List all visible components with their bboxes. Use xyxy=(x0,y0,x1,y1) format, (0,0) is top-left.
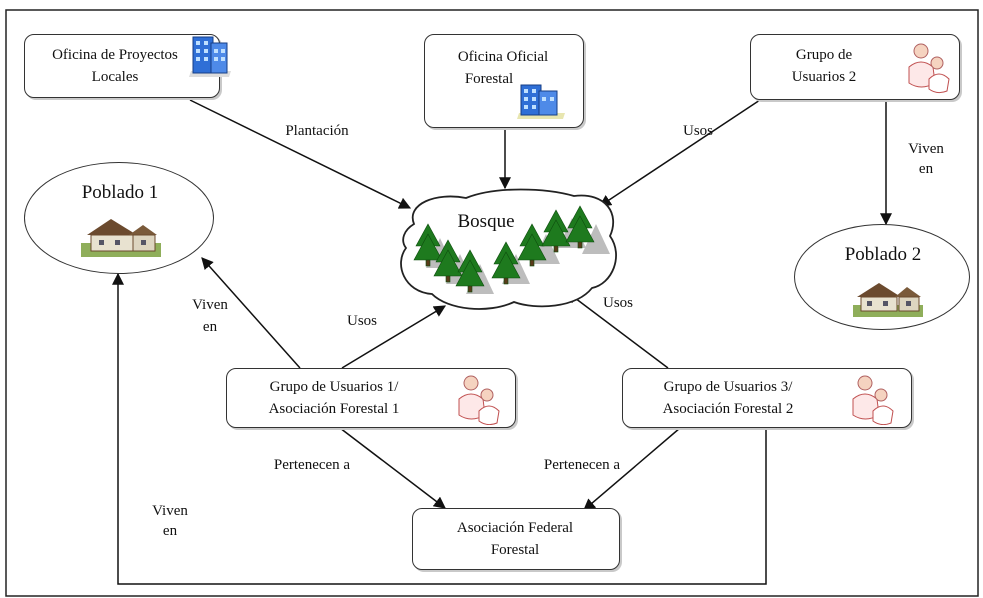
node-label-line2: Forestal xyxy=(490,542,540,558)
node-label-line2: Usuarios 2 xyxy=(791,69,857,85)
forest-trees-icon xyxy=(413,205,610,294)
node-poblado-2: Poblado 2 xyxy=(794,224,970,330)
node-poblado-1: Poblado 1 xyxy=(24,162,214,274)
node-label-line2: Locales xyxy=(91,69,139,85)
edge-usos-left xyxy=(341,305,447,369)
node-label-line1: Grupo de xyxy=(795,47,853,63)
edge-pertenecen-right xyxy=(583,427,681,511)
node-label-line2: Asociación Forestal 1 xyxy=(268,401,400,417)
outer-border xyxy=(5,9,979,597)
edge-label-pertenecen-right: Pertenecen a xyxy=(543,457,621,473)
edge-label-viven-right-1: Viven xyxy=(908,141,944,157)
edge-label-pertenecen-left: Pertenecen a xyxy=(273,457,351,473)
node-label-line2: Forestal xyxy=(464,71,514,87)
edge-label-viven-left-1: Viven xyxy=(192,297,228,313)
node-label-line2: Asociación Forestal 2 xyxy=(662,401,794,417)
node-bosque-label: Bosque xyxy=(457,211,515,232)
node-oficina-forestal: Oficina Oficial Forestal xyxy=(424,34,584,128)
edge-plantacion xyxy=(189,99,412,209)
edge-usos-top xyxy=(598,99,761,207)
node-oficina-proyectos: Oficina de Proyectos Locales xyxy=(24,34,231,98)
edge-label-usos-right: Usos xyxy=(602,295,633,311)
edge-label-viven-left-2: en xyxy=(202,319,218,335)
edge-label-viven-bottom-1: Viven xyxy=(152,503,188,519)
node-grupo-usuarios-2: Grupo de Usuarios 2 xyxy=(750,34,960,100)
edge-viven-bottom xyxy=(112,272,767,585)
forest-cloud xyxy=(400,188,617,310)
office-building-icon xyxy=(517,84,565,119)
node-poblado-2-label: Poblado 2 xyxy=(844,244,922,265)
node-label-line1: Asociación Federal xyxy=(456,520,574,536)
node-label-line1: Grupo de Usuarios 1/ xyxy=(269,379,399,395)
node-label-line1: Oficina Oficial xyxy=(457,49,549,65)
node-grupo-usuarios-3: Grupo de Usuarios 3/ Asociación Forestal… xyxy=(622,368,912,428)
edge-pertenecen-left xyxy=(339,427,446,509)
village-house-icon xyxy=(81,219,161,257)
node-label-line1: Oficina de Proyectos xyxy=(52,47,178,63)
node-asociacion-federal: Asociación Federal Forestal xyxy=(412,508,620,570)
office-building-icon xyxy=(189,36,231,77)
edge-label-usos-left: Usos xyxy=(346,313,377,329)
village-house-icon xyxy=(853,283,923,317)
edge-label-viven-right-2: en xyxy=(918,161,934,177)
edge-label-plantacion: Plantación xyxy=(285,123,349,139)
edge-label-usos-top: Usos xyxy=(682,123,713,139)
node-grupo-usuarios-1: Grupo de Usuarios 1/ Asociación Forestal… xyxy=(226,368,516,428)
people-group-icon xyxy=(458,375,500,425)
people-group-icon xyxy=(852,375,894,425)
edge-label-viven-bottom-2: en xyxy=(162,523,178,539)
edge-usos-right xyxy=(566,291,669,369)
node-label-line1: Grupo de Usuarios 3/ xyxy=(663,379,793,395)
people-group-icon xyxy=(908,43,950,94)
edge-viven-left xyxy=(201,257,301,369)
node-poblado-1-label: Poblado 1 xyxy=(81,182,159,203)
